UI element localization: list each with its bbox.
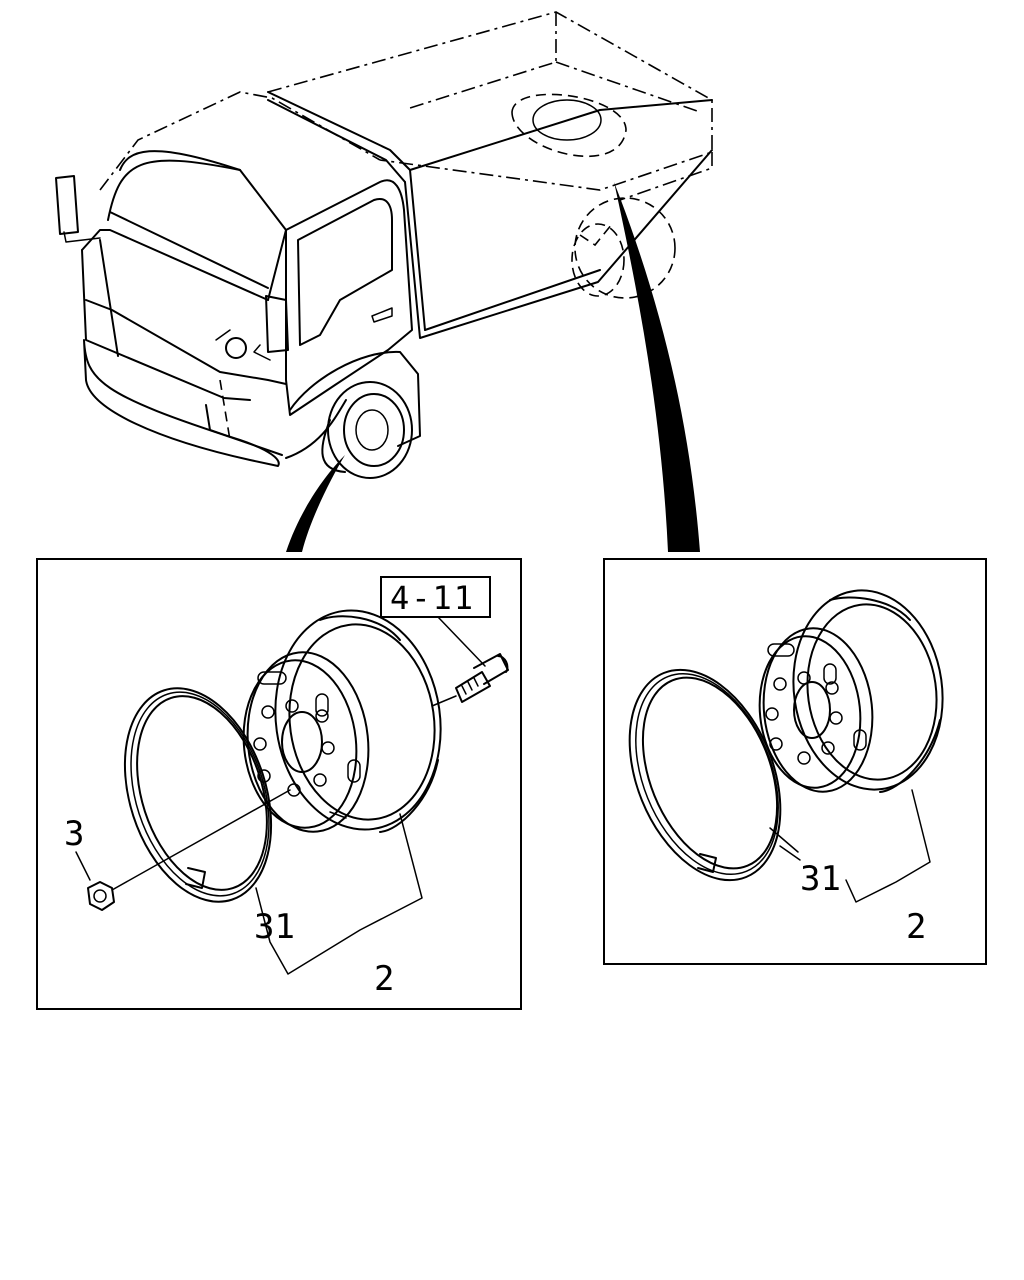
- right-detail-panel: [603, 558, 987, 965]
- left-detail-panel: [36, 558, 522, 1010]
- reference-box-label: 4-11: [390, 579, 475, 617]
- callout-wheel-right: 2: [906, 907, 926, 947]
- left-bracket: [255, 813, 423, 975]
- rear-wheel-leader: [614, 182, 700, 552]
- callout-ring-right: 31: [800, 859, 841, 899]
- callout-nut-left: 3: [64, 814, 84, 854]
- wheel-nut: [87, 881, 115, 911]
- truck-illustration: [55, 11, 713, 479]
- wheel-bolt: [455, 653, 509, 703]
- left-wheel-rim: [242, 609, 442, 833]
- callout-ring-left: 31: [254, 907, 295, 947]
- left-side-ring: [123, 687, 273, 903]
- right-bracket: [779, 789, 931, 903]
- reference-box: 4-11: [380, 576, 491, 618]
- front-wheel-leader: [286, 455, 345, 552]
- right-side-ring: [628, 668, 782, 882]
- callout-wheel-left: 2: [374, 959, 394, 999]
- right-wheel-rim: [758, 589, 944, 793]
